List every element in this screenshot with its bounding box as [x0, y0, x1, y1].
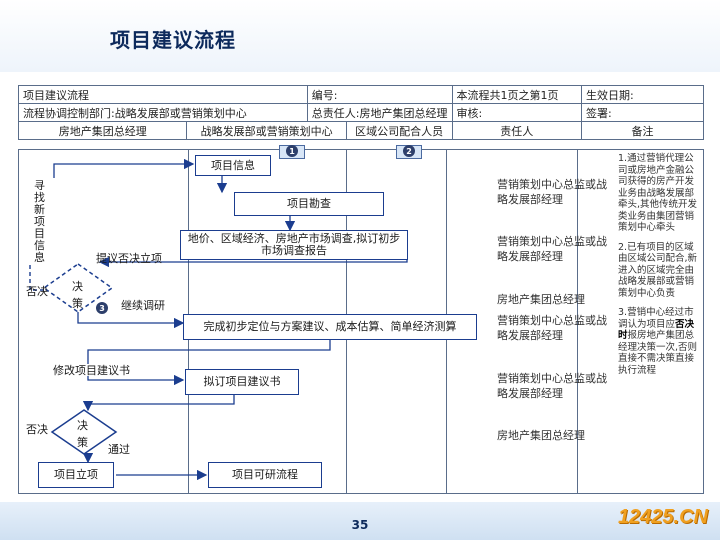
effective-date-cell: 生效日期:: [581, 85, 704, 104]
responsible-6: 房地产集团总经理: [497, 429, 585, 442]
header-row-1: 项目建议流程 编号: 本流程共1页之第1页 生效日期:: [18, 85, 704, 104]
lane-regional: 区域公司配合人员: [345, 121, 453, 140]
review-cell: 审核:: [451, 103, 583, 122]
reject-label-2: 否决: [26, 423, 48, 436]
feasibility-process-box: 项目可研流程: [208, 462, 322, 488]
responsible-2: 营销策划中心总监或战略发展部经理: [497, 235, 607, 263]
top-background: [0, 0, 720, 72]
project-survey-box: 项目勘查: [234, 192, 384, 216]
lane-strategy: 战略发展部或营销策划中心: [186, 121, 347, 140]
page-info-cell: 本流程共1页之第1页: [451, 85, 583, 104]
note-3-part-c: 报房地产集团总经理决策一次,否则直接不需决策直接执行流程: [618, 330, 698, 376]
process-header-table: 项目建议流程 编号: 本流程共1页之第1页 生效日期: 流程协调控制部门:战略发…: [17, 85, 704, 140]
draft-proposal-box: 拟订项目建议书: [185, 369, 299, 395]
project-approval-box: 项目立项: [38, 462, 114, 488]
page-number: 35: [351, 518, 369, 532]
sign-cell: 签署:: [581, 103, 704, 122]
flow-frame: [18, 149, 704, 494]
lane-responsible: 责任人: [451, 121, 583, 140]
responsible-3: 房地产集团总经理: [497, 293, 585, 306]
find-info-label: 寻找新项目信息: [34, 179, 45, 264]
header-row-2: 流程协调控制部门:战略发展部或营销策划中心 总责任人:房地产集团总经理 审核: …: [18, 103, 704, 122]
market-report-box: 地价、区域经济、房地产市场调查,拟订初步市场调查报告: [180, 230, 408, 260]
lane-gm: 房地产集团总经理: [17, 121, 188, 140]
decision-1-label: 决策: [72, 280, 83, 310]
project-info-box: 项目信息: [195, 155, 271, 176]
lane-notes: 备注: [581, 121, 704, 140]
note-3-part-a: 3.营销中心经过市调认为项目应: [618, 307, 694, 330]
site-watermark: 12425.CN: [617, 506, 708, 528]
coordinator-cell: 流程协调控制部门:战略发展部或营销策划中心: [18, 103, 308, 122]
reject-label-1: 否决: [26, 285, 48, 298]
note-3: 3.营销中心经过市调认为项目应否决时报房地产集团总经理决策一次,否则直接不需决策…: [618, 307, 700, 376]
positioning-box: 完成初步定位与方案建议、成本估算、简单经济测算: [183, 314, 477, 340]
owner-cell: 总责任人:房地产集团总经理: [306, 103, 453, 122]
responsible-4: 营销策划中心总监或战略发展部经理: [497, 314, 607, 342]
pass-label: 通过: [108, 443, 130, 456]
step-badge-1: 1: [286, 145, 298, 157]
step-badge-2: 2: [403, 145, 415, 157]
continue-research-label: 继续调研: [121, 299, 165, 312]
step-badge-3: 3: [96, 302, 108, 314]
bottom-band: [0, 502, 720, 540]
lane-header-row: 房地产集团总经理 战略发展部或营销策划中心 区域公司配合人员 责任人 备注: [17, 121, 704, 140]
note-2: 2.已有项目的区域由区域公司配合,新进入的区域完全由战略发展部或营销策划中心负责: [618, 241, 698, 299]
note-3-emphasis: 否决时: [618, 318, 695, 342]
propose-reject-label: 提议否决立项: [96, 252, 162, 265]
revise-proposal-label: 修改项目建议书: [53, 364, 130, 377]
lane-divider-4: [577, 149, 578, 494]
responsible-5: 营销策划中心总监或战略发展部经理: [497, 372, 607, 400]
decision-2-label: 决策: [77, 419, 88, 449]
notes-column: 1.通过营销代理公司或房地产金融公司获得的房产开发业务由战略发展部牵头,其他传统…: [618, 153, 700, 384]
note-1: 1.通过营销代理公司或房地产金融公司获得的房产开发业务由战略发展部牵头,其他传统…: [618, 153, 698, 233]
process-code-cell: 编号:: [306, 85, 453, 104]
page-title: 项目建议流程: [110, 28, 236, 52]
responsible-1: 营销策划中心总监或战略发展部经理: [497, 178, 607, 206]
